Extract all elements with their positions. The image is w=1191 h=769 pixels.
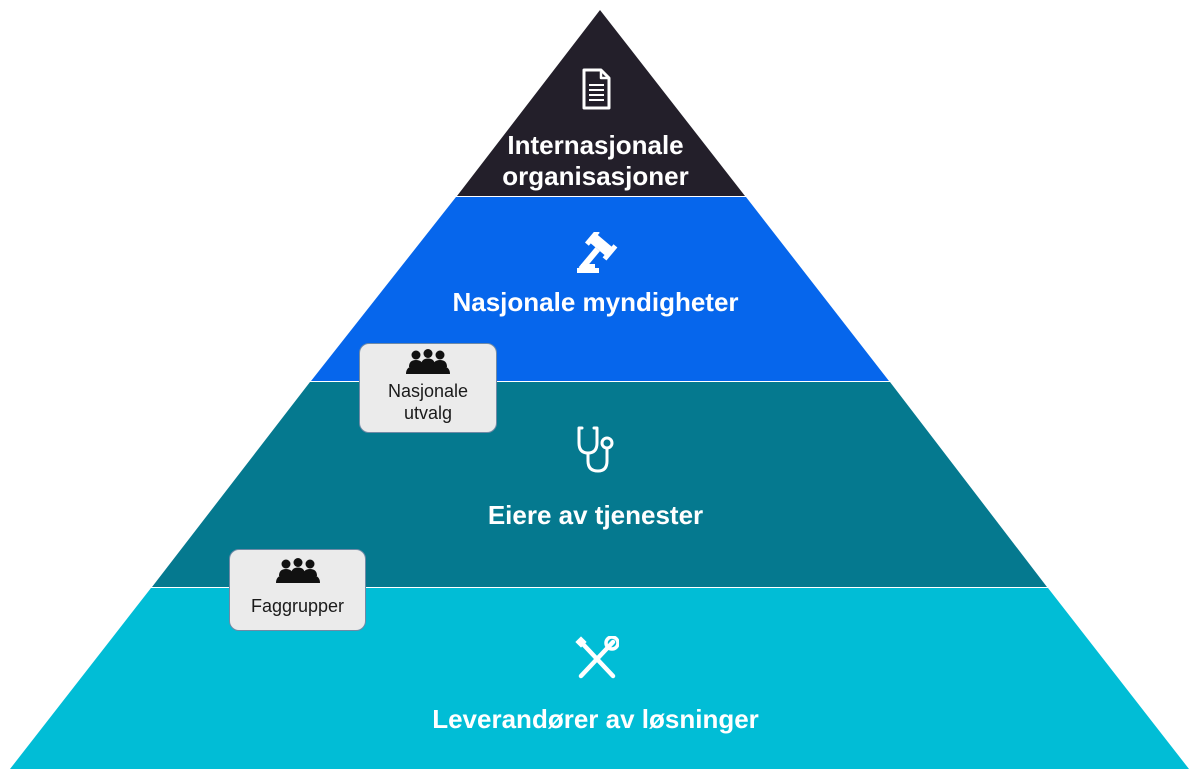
document-icon	[0, 68, 1191, 110]
badge-label: Faggrupper	[250, 596, 345, 616]
tier-label-leverandorer: Leverandører av løsninger	[432, 704, 759, 734]
tier-eiere-av-tjenester	[152, 382, 1047, 587]
group-icon	[275, 558, 321, 589]
badge-faggrupper: Faggrupper	[229, 549, 366, 631]
tier-label-line-2: organisasjoner	[502, 161, 689, 191]
badge-label-line-2: utvalg	[403, 403, 453, 423]
tier-label-eiere-av-tjenester: Eiere av tjenester	[487, 500, 704, 530]
stethoscope-icon	[0, 425, 1191, 475]
tools-icon	[0, 636, 1191, 682]
gavel-icon	[0, 232, 1191, 276]
tier-label-nasjonale-myndigheter: Nasjonale myndigheter	[452, 287, 739, 317]
tier-nasjonale-myndigheter	[311, 197, 889, 381]
tier-label-line-1: Internasjonale	[507, 130, 684, 160]
tier-label-internasjonale: Internasjonale organisasjoner	[0, 130, 1191, 192]
tier-leverandorer-av-losninger	[10, 588, 1189, 769]
group-icon	[405, 349, 451, 380]
badge-nasjonale-utvalg: Nasjonale utvalg	[359, 343, 497, 433]
badge-label-line-1: Nasjonale	[387, 381, 469, 401]
tier-internasjonale-organisasjoner	[457, 10, 745, 196]
